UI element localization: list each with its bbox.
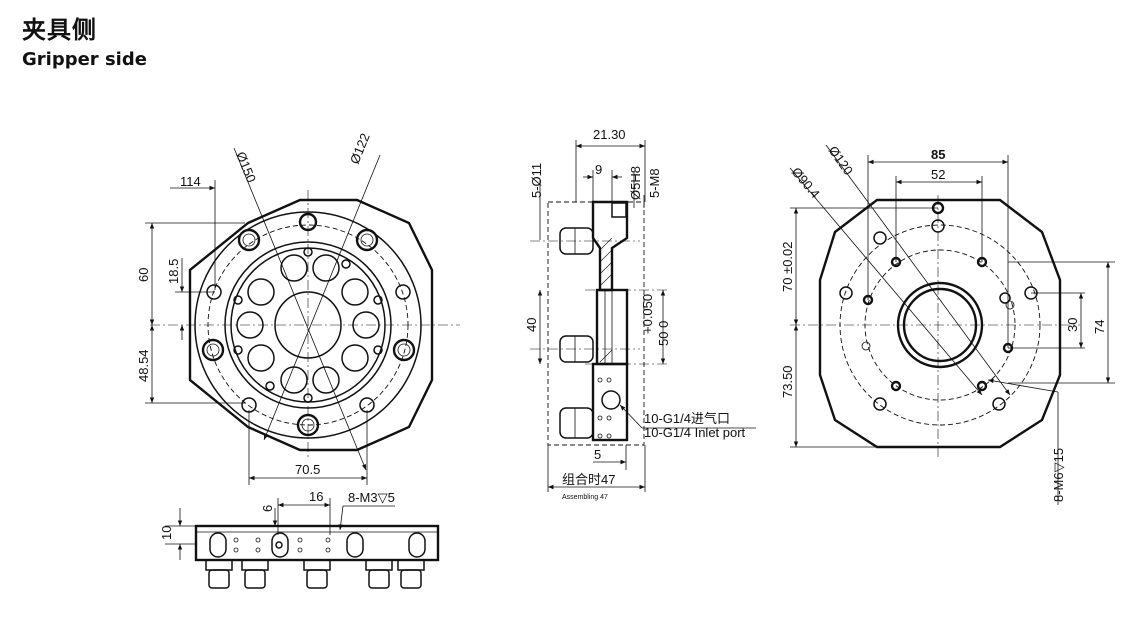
dim-6: 6 xyxy=(260,505,275,512)
dim-60: 60 xyxy=(136,268,151,282)
page-title-cn: 夹具侧 xyxy=(22,16,97,44)
dim-73-50: 73.50 xyxy=(780,365,795,398)
dim-40: 40 xyxy=(524,318,539,332)
dim-52: 52 xyxy=(931,167,945,182)
dim-70-5: 70.5 xyxy=(295,462,320,477)
dim-tolerance: +0.050 xyxy=(640,294,655,334)
dim-21-30: 21.30 xyxy=(593,127,626,142)
inlet-port-circle xyxy=(601,390,621,410)
dim-d122: Ø122 xyxy=(347,131,373,166)
dim-85: 85 xyxy=(931,147,945,162)
front-outer-body xyxy=(188,198,434,452)
dim-30: 30 xyxy=(1065,318,1080,332)
dim-d150: Ø150 xyxy=(233,150,259,185)
dim-5: 5 xyxy=(594,447,601,462)
rear-outer-body xyxy=(818,198,1062,449)
dim-m3: 8-M3▽5 xyxy=(348,490,395,505)
dim-m6: 8-M6▽15 xyxy=(1051,448,1066,502)
dim-48-54: 48.54 xyxy=(136,349,151,382)
front-view xyxy=(145,147,460,485)
dim-d90-4: Ø90.4 xyxy=(789,164,823,201)
bottom-small-holes xyxy=(233,537,331,553)
inlet-label-cn: 10-G1/4进气口 xyxy=(644,411,730,426)
assembly-label-en: Assembling 47 xyxy=(562,494,608,501)
inlet-label-en: 10-G1/4 Inlet port xyxy=(644,425,746,440)
dim-m8: 5-M8 xyxy=(647,168,662,198)
dim-18-5: 18.5 xyxy=(166,259,181,284)
dim-70: 70 ±0.02 xyxy=(780,241,795,292)
dim-114: 114 xyxy=(180,174,201,189)
side-pins xyxy=(559,227,594,439)
bottom-fittings xyxy=(205,559,425,589)
rear-holes xyxy=(839,201,1038,411)
rear-view xyxy=(789,144,1115,505)
dim-16: 16 xyxy=(309,489,323,504)
bottom-body xyxy=(194,524,440,562)
side-bushing xyxy=(611,202,627,218)
dim-74: 74 xyxy=(1092,320,1107,334)
side-hatch xyxy=(599,237,613,363)
dim-10: 10 xyxy=(159,526,174,540)
dim-9: 9 xyxy=(595,162,602,177)
side-view xyxy=(530,140,756,492)
dim-d5h8: Ø5H8 xyxy=(628,166,643,200)
bottom-view xyxy=(165,498,440,589)
dim-d120: Ø120 xyxy=(826,143,857,178)
assembly-label-cn: 组合时47 xyxy=(562,472,615,487)
dim-50: 50 0 xyxy=(656,321,671,346)
dim-d11: 5-Ø11 xyxy=(529,163,544,198)
page-title-en: Gripper side xyxy=(22,49,147,70)
